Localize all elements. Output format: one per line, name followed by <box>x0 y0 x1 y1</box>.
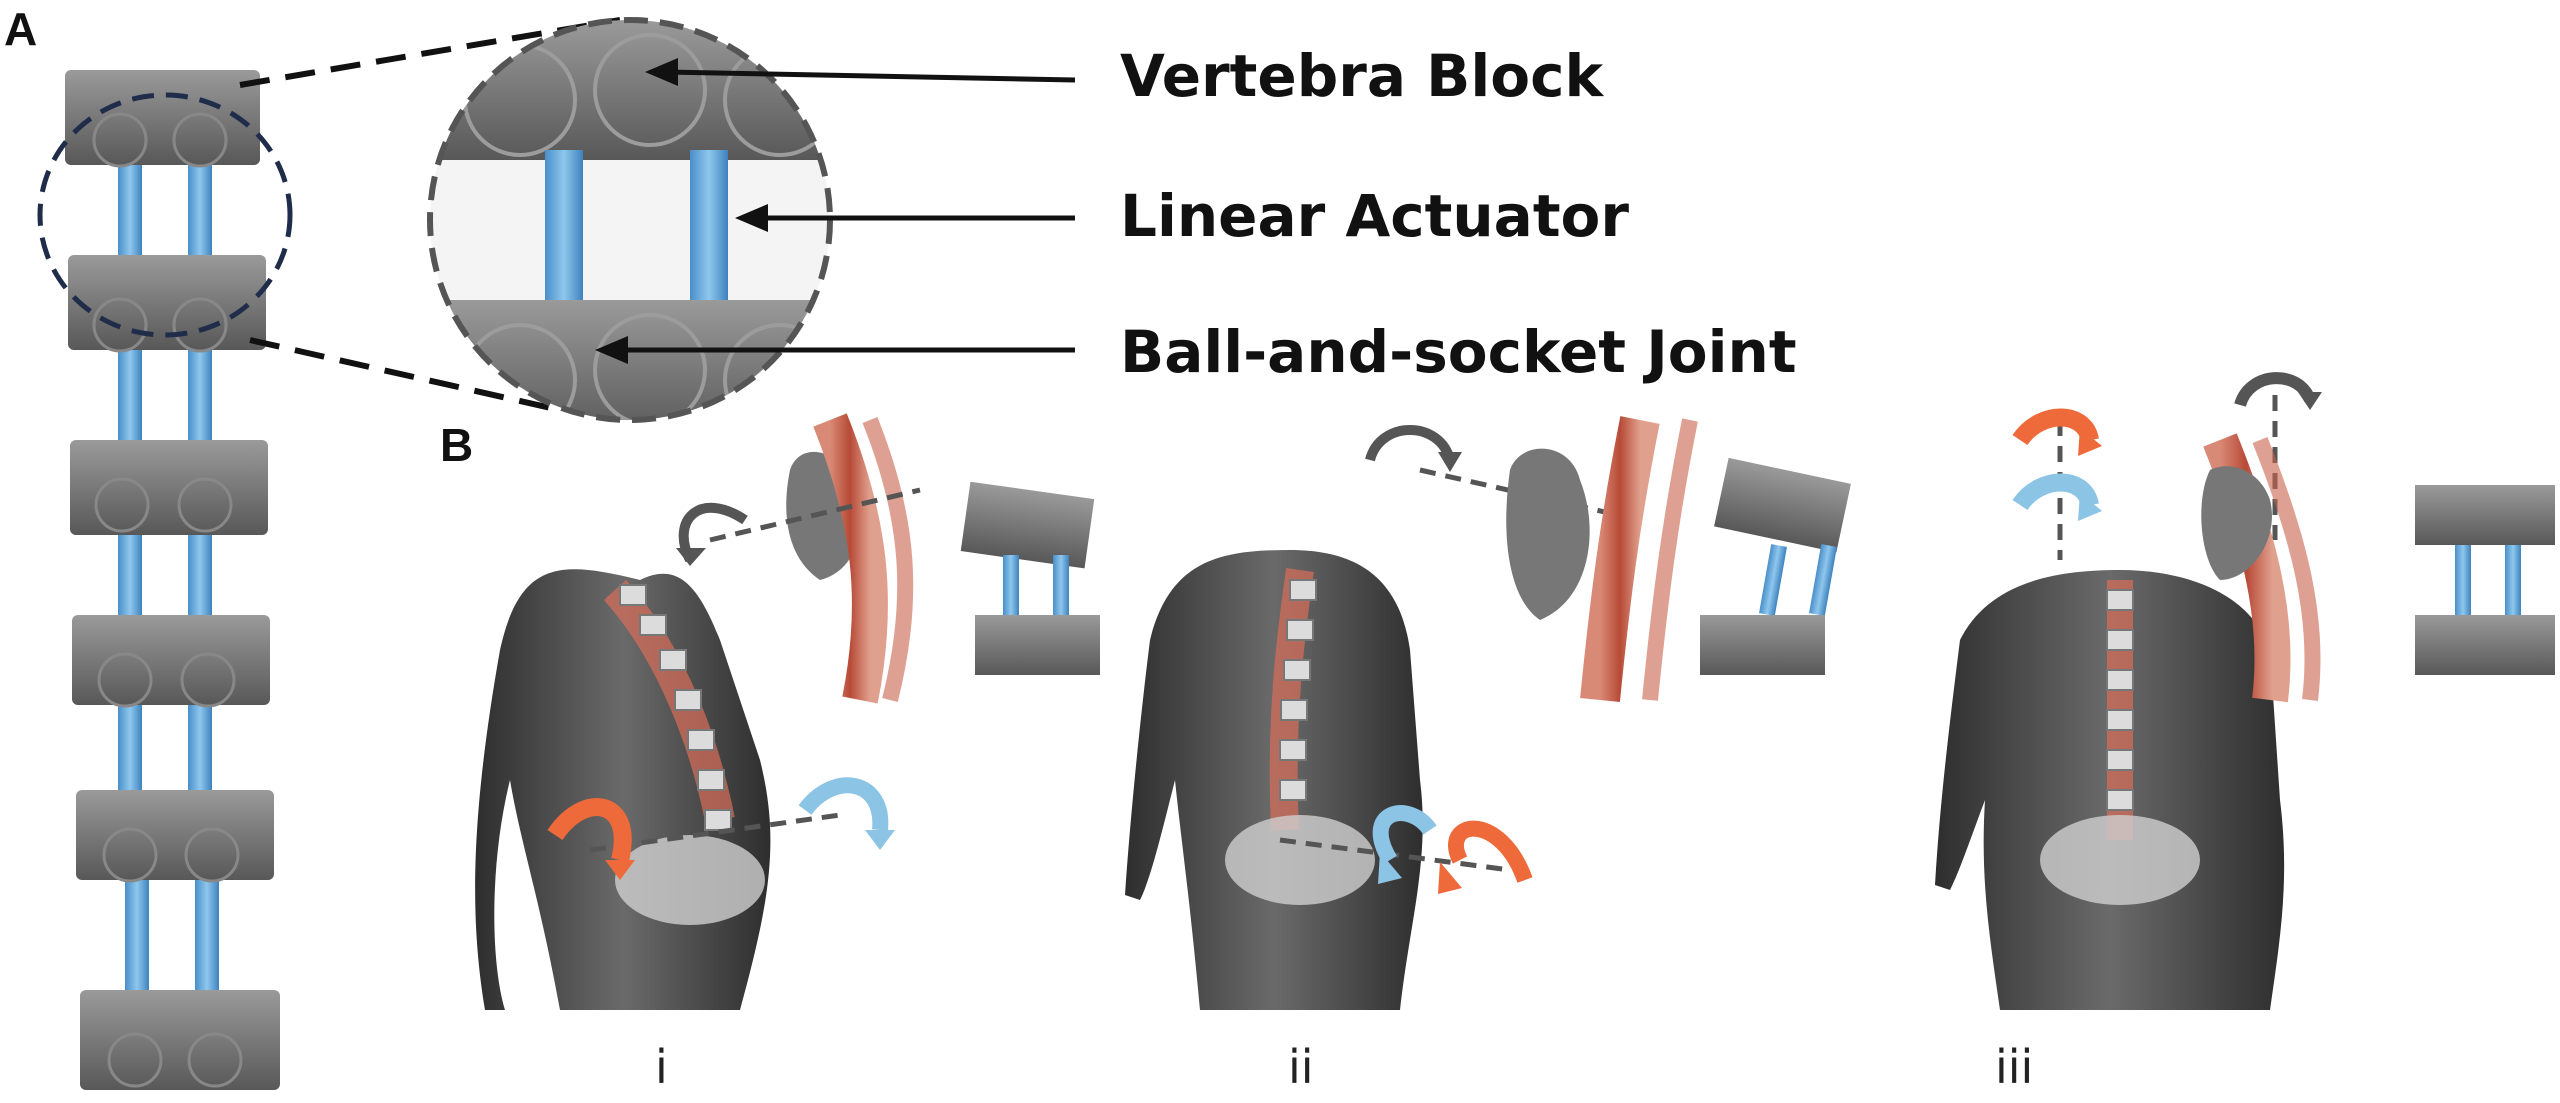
figure-iii <box>1935 372 2555 1010</box>
panel-label-a: A <box>4 3 38 55</box>
panel-label-b: B <box>440 419 474 471</box>
figure-i <box>475 413 1100 1010</box>
sublabel-i: i <box>655 1040 668 1094</box>
sublabel-iii: iii <box>1995 1040 2034 1094</box>
callout-arrows <box>595 58 1076 364</box>
vertebra-blocks <box>65 70 280 1090</box>
figure-ii <box>1125 416 1851 1010</box>
zoom-highlight <box>37 92 293 338</box>
zoom-detail <box>427 17 833 423</box>
callout-ball-socket-joint: Ball-and-socket Joint <box>1120 318 1797 386</box>
sublabel-ii: ii <box>1288 1040 1314 1094</box>
callout-vertebra-block: Vertebra Block <box>1120 42 1604 110</box>
callout-linear-actuator: Linear Actuator <box>1120 182 1630 250</box>
spine-column <box>37 70 293 1090</box>
